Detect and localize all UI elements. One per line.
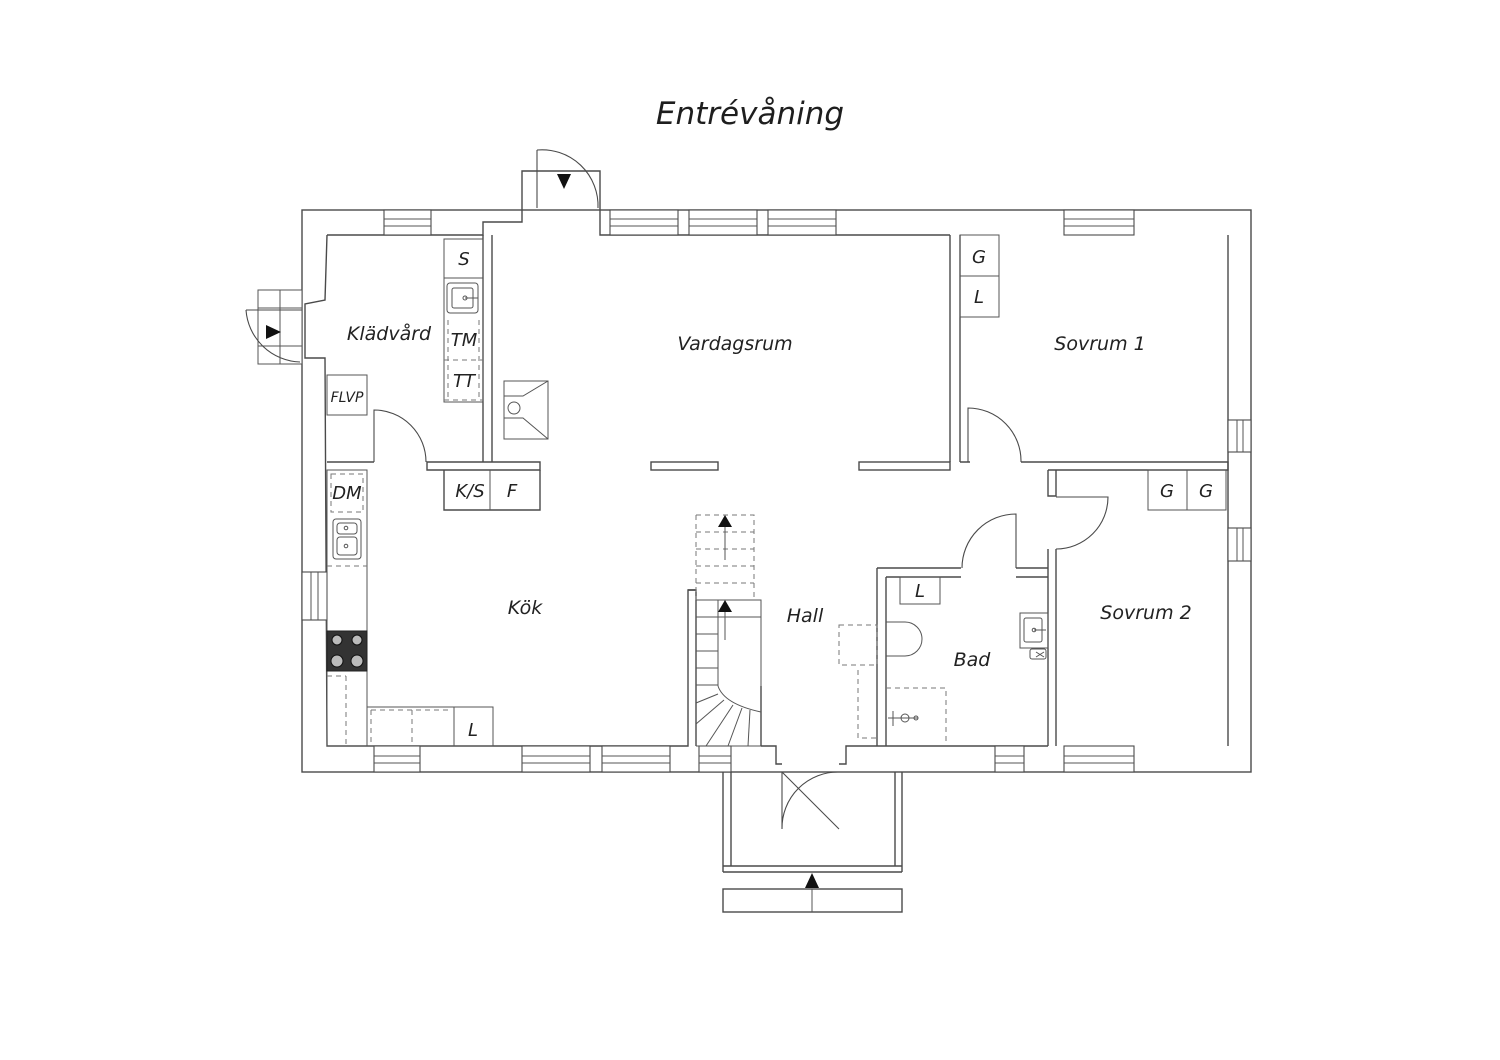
front-porch [722,772,903,913]
bedroom-wardrobes [959,234,1227,511]
label-tt: TT [453,371,477,392]
room-label-kladvard: Klädvård [347,322,432,345]
floor-title: Entrévåning [655,96,845,132]
label-bad-l: L [915,581,925,602]
hall-fixtures [838,624,878,739]
label-sovrum1-l: L [974,287,984,308]
label-sovrum2-g2: G [1199,481,1213,502]
fireplace [503,380,549,440]
fixture-labels: S TM TT FLVP K/S F DM L L G L G G [331,247,1213,741]
room-labels: Klädvård Vardagsrum Sovrum 1 Sovrum 2 Kö… [347,322,1192,671]
bathroom-fixtures [886,576,1049,746]
room-label-hall: Hall [787,605,824,627]
room-label-sovrum-2: Sovrum 2 [1100,602,1191,624]
room-label-kok: Kök [508,597,543,619]
staircase [695,514,762,747]
label-dm: DM [332,483,362,504]
kitchen-fixtures [326,469,494,747]
room-label-bad: Bad [954,649,992,671]
entrance-arrows [266,174,819,888]
label-sovrum1-g: G [972,247,986,268]
label-flvp: FLVP [331,390,364,406]
windows [301,209,1252,773]
label-tm: TM [451,330,478,351]
laundry-fixtures [326,238,484,416]
label-kok-l: L [468,720,478,741]
label-s: S [458,249,469,270]
label-sovrum2-g1: G [1160,481,1174,502]
label-ks: K/S [455,481,484,502]
room-label-vardagsrum: Vardagsrum [677,333,792,355]
room-label-sovrum-1: Sovrum 1 [1054,333,1145,355]
doors [245,149,1109,830]
label-f: F [507,481,518,502]
